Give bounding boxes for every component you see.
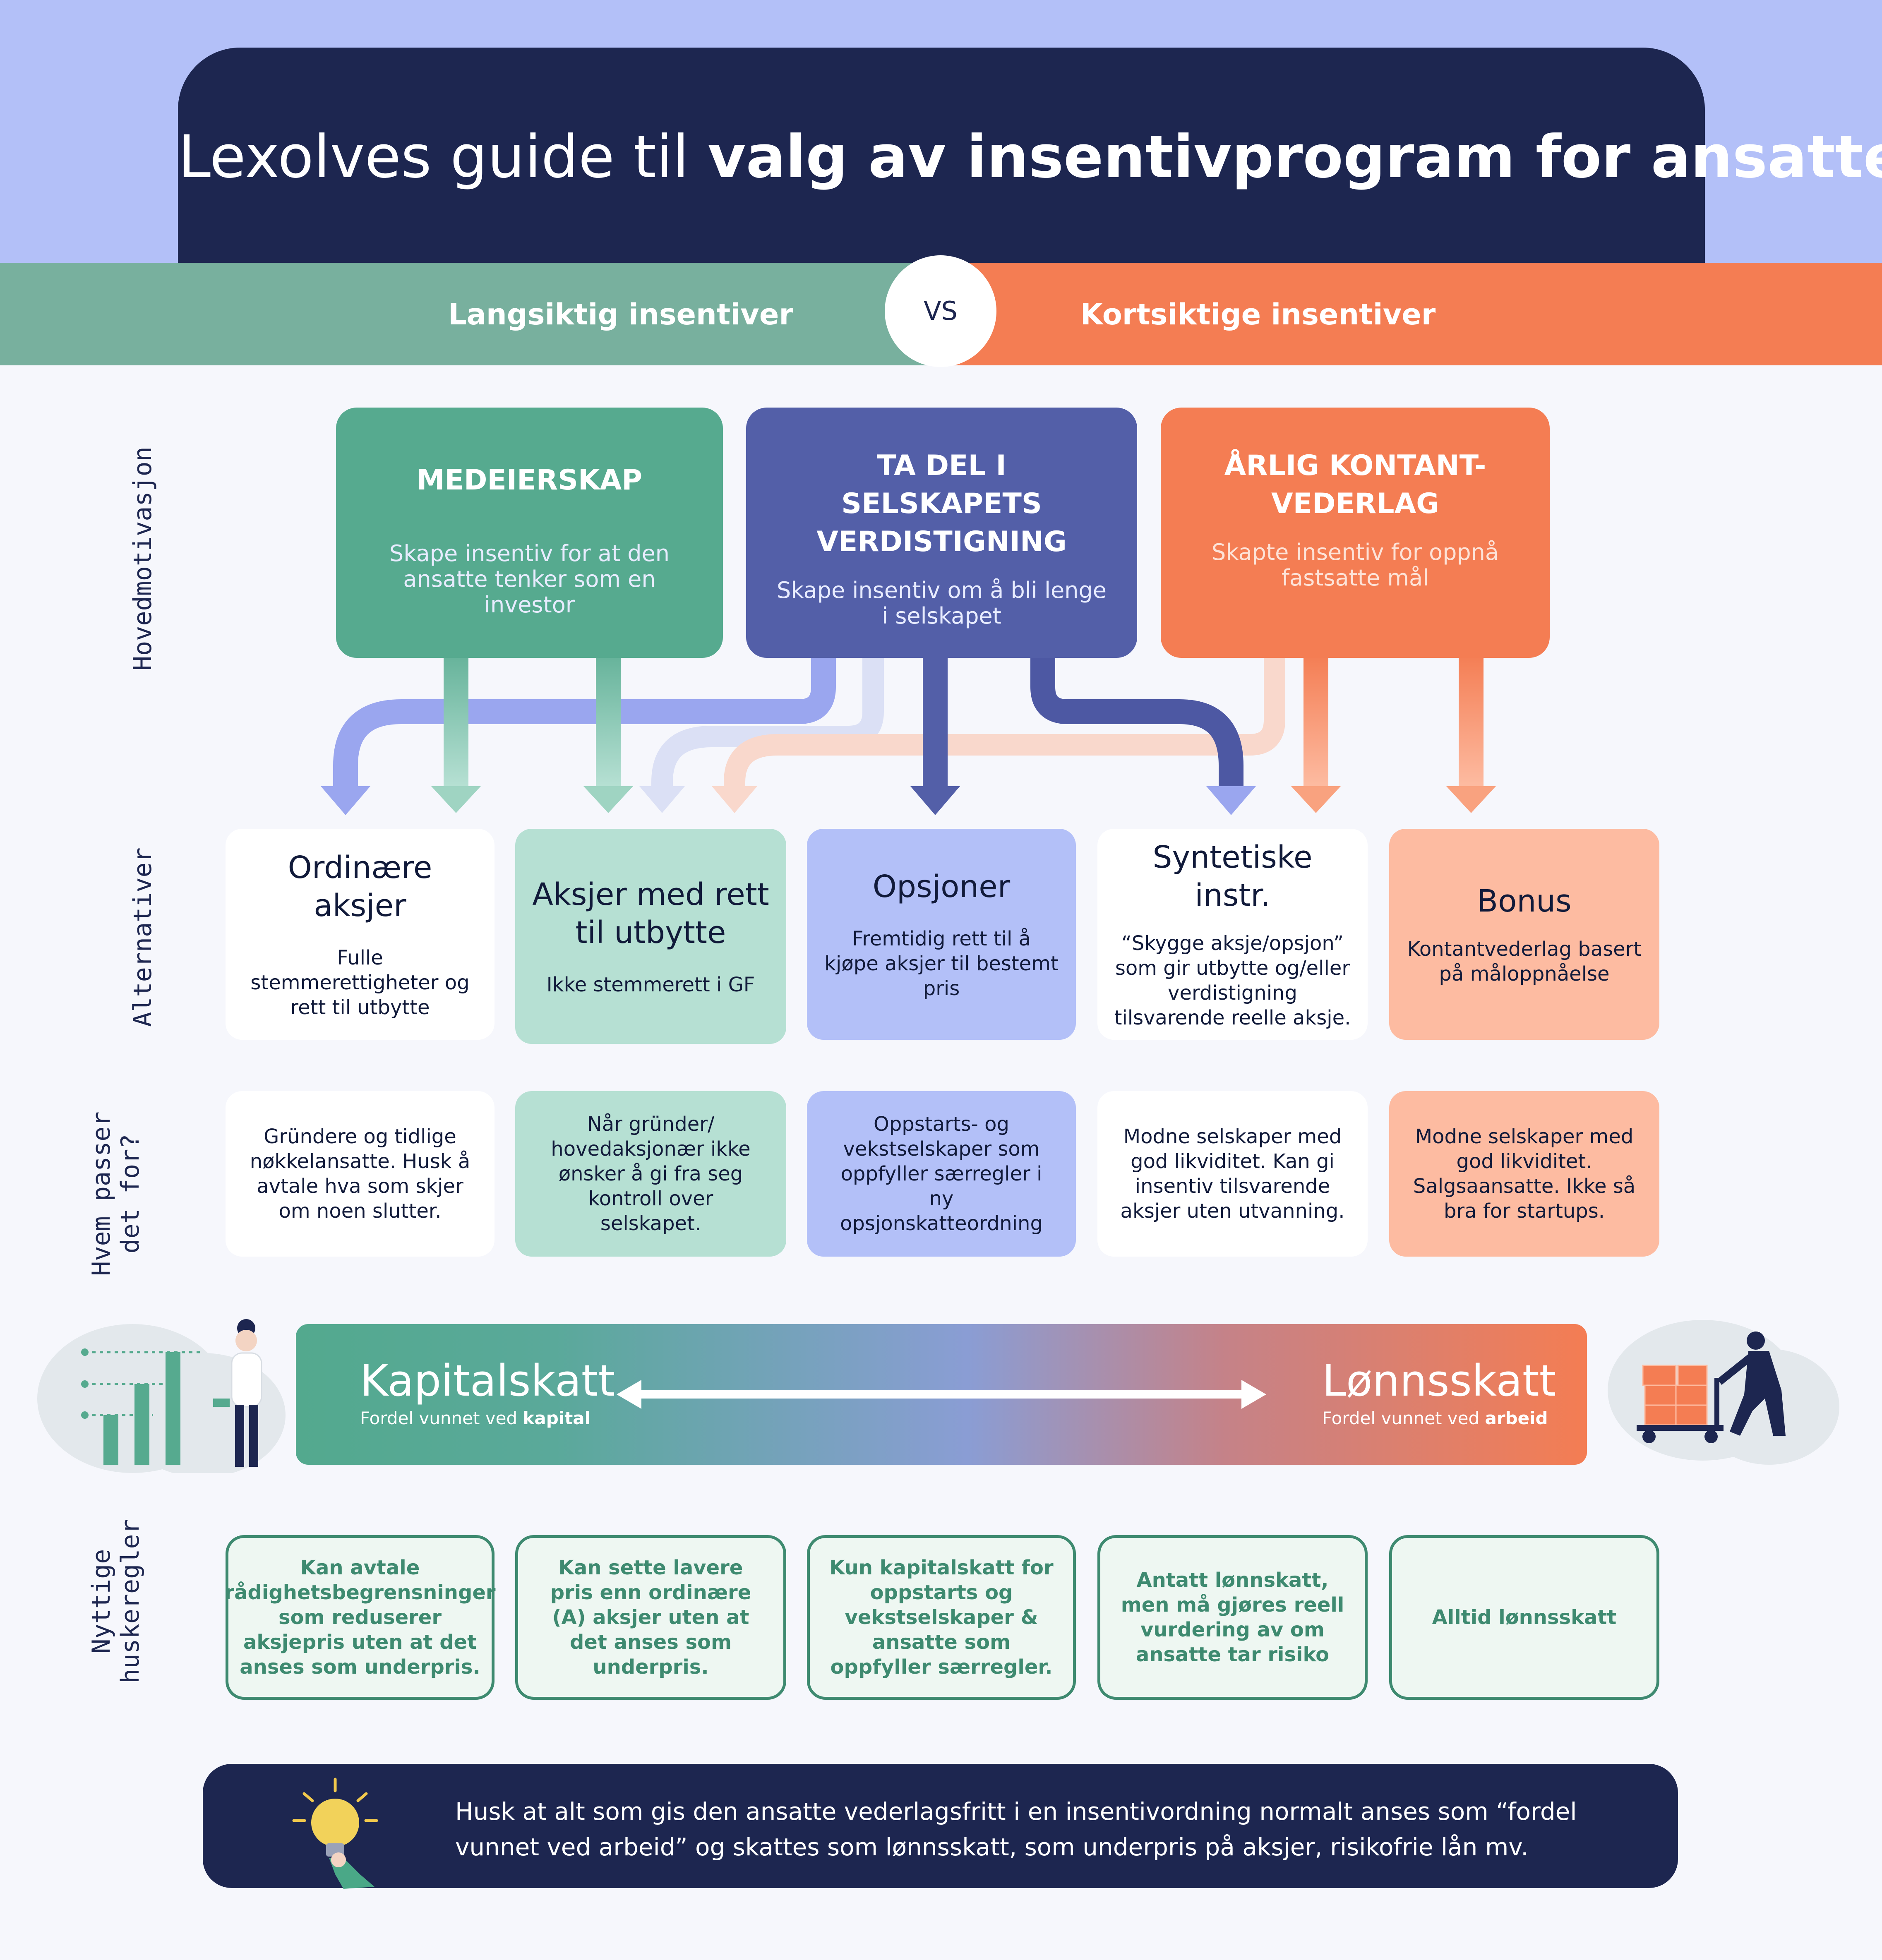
capital-tax-title: Kapitalskatt	[360, 1355, 615, 1406]
blue-arrows	[321, 658, 1256, 815]
motivation-card-value-growth: TA DEL I SELSKAPETS VERDISTIGNING Skape …	[746, 408, 1137, 658]
option-description: Kontantvederlag basert på måloppnåelse	[1407, 938, 1642, 986]
lightbulb-icon	[292, 1778, 378, 1889]
page-title: Lexolves guide til valg av insentivprogr…	[178, 116, 1882, 199]
option-card-ordinary-shares: Ordinære aksjer Fulle stemmerettigheter …	[226, 829, 495, 1040]
title-regular: Lexolves guide til	[178, 123, 708, 191]
long-term-band	[0, 263, 943, 365]
footer-text: Husk at alt som gis den ansatte vederlag…	[455, 1797, 1577, 1861]
option-card-synthetic: Syntetiske instr. “Skygge aksje/opsjon” …	[1097, 829, 1368, 1040]
capital-tax-subtitle: Fordel vunnet ved kapital	[360, 1408, 591, 1429]
option-card-bonus: Bonus Kontantvederlag basert på måloppnå…	[1389, 829, 1659, 1040]
option-description: Fulle stemmerettigheter og rett til utby…	[250, 946, 470, 1019]
rule-synthetic: Antatt lønnskatt, men må gjøres reell vu…	[1097, 1535, 1368, 1700]
growth-illustration	[37, 1319, 286, 1473]
option-title: Syntetiske instr.	[1152, 840, 1313, 913]
orange-arrows	[1291, 654, 1496, 813]
double-arrow-icon	[617, 1380, 1266, 1409]
option-title: Aksjer med rett til utbytte	[532, 877, 769, 950]
rule-dividend-shares: Kan sette lavere pris enn ordinære (A) a…	[515, 1535, 786, 1700]
who-fits-dividend-shares: Når gründer/ hovedaksjonær ikke ønsker å…	[515, 1091, 786, 1257]
option-card-options: Opsjoner Fremtidig rett til å kjøpe aksj…	[807, 829, 1076, 1040]
title-bold: valg av insentivprogram for ansatte	[707, 123, 1882, 191]
motivation-title: MEDEIERSKAP	[416, 464, 643, 497]
motivation-subtitle: Skape insentiv for at den ansatte tenker…	[389, 540, 670, 618]
option-description: Ikke stemmerett i GF	[546, 973, 755, 996]
salary-tax-sub-bold: arbeid	[1485, 1408, 1548, 1428]
title-card	[178, 48, 1705, 279]
faded-arrows	[639, 625, 1285, 813]
option-title: Ordinære aksjer	[288, 850, 432, 924]
long-term-label: Langsiktig insentiver	[448, 297, 793, 331]
motivation-title: ÅRLIG KONTANT-VEDERLAG	[1224, 449, 1486, 520]
rule-bonus: Alltid lønnsskatt	[1389, 1535, 1659, 1700]
who-fits-options: Oppstarts- og vekstselskaper som oppfyll…	[807, 1091, 1076, 1257]
capital-tax-sub-prefix: Fordel vunnet ved	[360, 1408, 523, 1428]
short-term-band	[939, 263, 1882, 365]
option-card-dividend-shares: Aksjer med rett til utbytte Ikke stemmer…	[515, 829, 786, 1044]
who-fits-synthetic: Modne selskaper med god likviditet. Kan …	[1097, 1091, 1368, 1257]
capital-tax-sub-bold: kapital	[523, 1408, 591, 1428]
motivation-subtitle: Skape insentiv om å bli lenge i selskape…	[777, 577, 1107, 629]
rule-ordinary-shares: Kan avtale rådighetsbegrensninger som re…	[224, 1535, 496, 1700]
motivation-subtitle: Skapte insentiv for oppnå fastsatte mål	[1212, 539, 1499, 591]
rule-options: Kun kapitalskatt for oppstarts og veksts…	[807, 1535, 1076, 1700]
footer-note	[203, 1764, 1678, 1888]
who-fits-ordinary-shares: Gründere og tidlige nøkkelansatte. Husk …	[226, 1091, 495, 1257]
motivation-card-cash: ÅRLIG KONTANT-VEDERLAG Skapte insentiv f…	[1161, 408, 1550, 658]
option-title: Bonus	[1477, 883, 1572, 919]
motivation-card-ownership: MEDEIERSKAP Skape insentiv for at den an…	[336, 408, 723, 658]
short-term-label: Kortsiktige insentiver	[1080, 297, 1436, 331]
option-description: Fremtidig rett til å kjøpe aksjer til be…	[824, 927, 1059, 1000]
salary-tax-title: Lønnsskatt	[1322, 1355, 1556, 1406]
worker-illustration	[1608, 1320, 1839, 1465]
option-description: “Skygge aksje/opsjon” som gir utbytte og…	[1114, 932, 1351, 1029]
vs-badge: VS	[885, 255, 996, 367]
salary-tax-subtitle: Fordel vunnet ved arbeid	[1322, 1408, 1548, 1429]
who-fits-bonus: Modne selskaper med god likviditet. Salg…	[1389, 1091, 1659, 1257]
salary-tax-sub-prefix: Fordel vunnet ved	[1322, 1408, 1485, 1428]
motivation-title: TA DEL I SELSKAPETS VERDISTIGNING	[816, 449, 1067, 558]
option-title: Opsjoner	[872, 869, 1011, 904]
